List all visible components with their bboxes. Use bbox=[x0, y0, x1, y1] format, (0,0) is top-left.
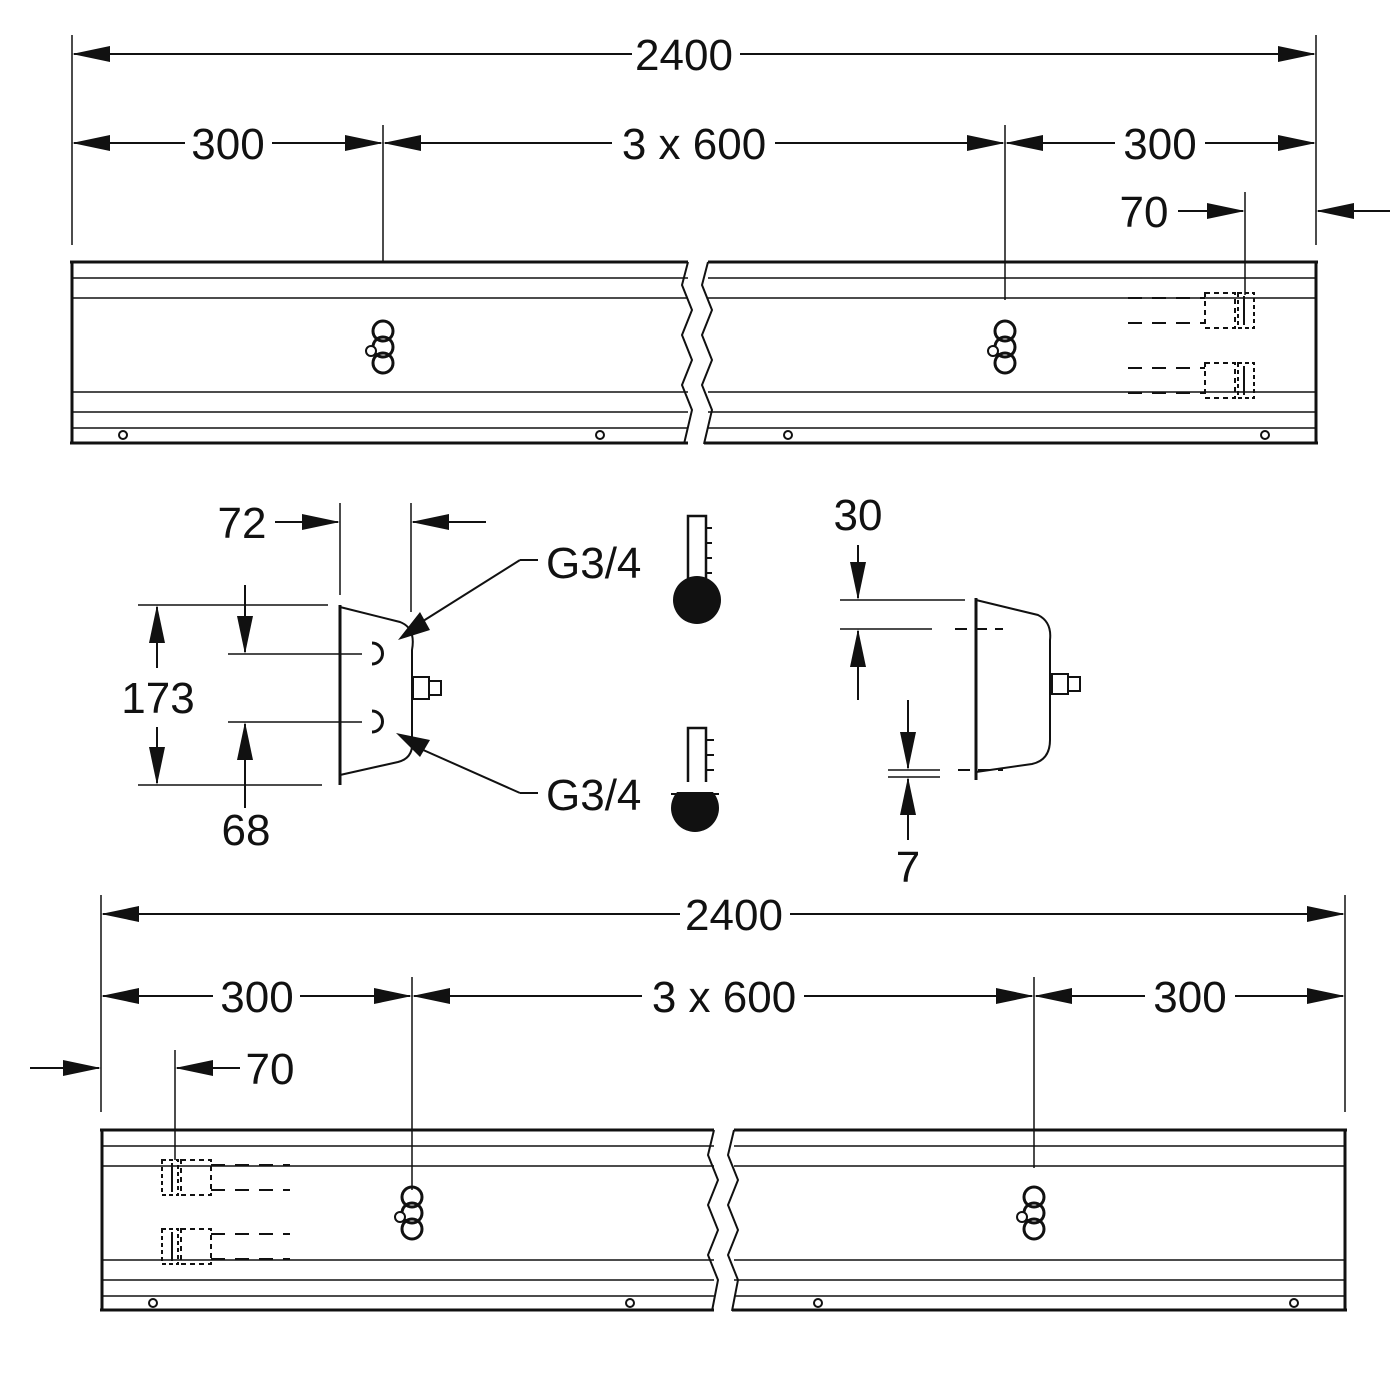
section-depth-dimension: 72 bbox=[218, 499, 267, 548]
section-height-dimension: 173 bbox=[121, 674, 194, 723]
top-rail-body bbox=[70, 260, 1318, 445]
top-left-dimension: 300 bbox=[191, 120, 264, 169]
section-view: 72 173 68 G3/4 G3/4 bbox=[121, 499, 641, 855]
top-middle-dimension: 3 x 600 bbox=[622, 120, 766, 169]
thermometer-cold-icon bbox=[668, 726, 722, 832]
top-offset-dimension: 70 bbox=[1120, 188, 1169, 237]
top-outlet-right bbox=[987, 319, 1017, 375]
bottom-rail-body bbox=[100, 1128, 1347, 1312]
side-view: 30 7 bbox=[834, 491, 1081, 892]
top-right-dimension: 300 bbox=[1123, 120, 1196, 169]
bottom-overall-dimension: 2400 bbox=[685, 891, 783, 940]
bottom-hidden-connectors bbox=[161, 1159, 290, 1265]
side-top-dimension: 30 bbox=[834, 491, 883, 540]
bottom-middle-dimension: 3 x 600 bbox=[652, 973, 796, 1022]
side-bottom-dimension: 7 bbox=[896, 843, 920, 892]
top-rail-assembly: 2400 300 3 x 600 300 70 bbox=[70, 31, 1390, 445]
section-spacing-dimension: 68 bbox=[222, 806, 271, 855]
bottom-left-dimension: 300 bbox=[220, 973, 293, 1022]
top-overall-dimension: 2400 bbox=[635, 31, 733, 80]
top-hidden-connectors bbox=[1128, 292, 1255, 399]
bottom-offset-dimension: 70 bbox=[246, 1045, 295, 1094]
bottom-right-dimension: 300 bbox=[1153, 973, 1226, 1022]
connection-upper-label: G3/4 bbox=[546, 539, 641, 588]
bottom-outlet-right bbox=[1016, 1185, 1046, 1241]
thermometer-hot-icon bbox=[673, 514, 721, 624]
connection-lower-label: G3/4 bbox=[546, 771, 641, 820]
top-outlet-left bbox=[365, 319, 395, 375]
bottom-rail-assembly: 2400 300 3 x 600 300 70 bbox=[30, 891, 1347, 1312]
bottom-outlet-left bbox=[394, 1185, 424, 1241]
